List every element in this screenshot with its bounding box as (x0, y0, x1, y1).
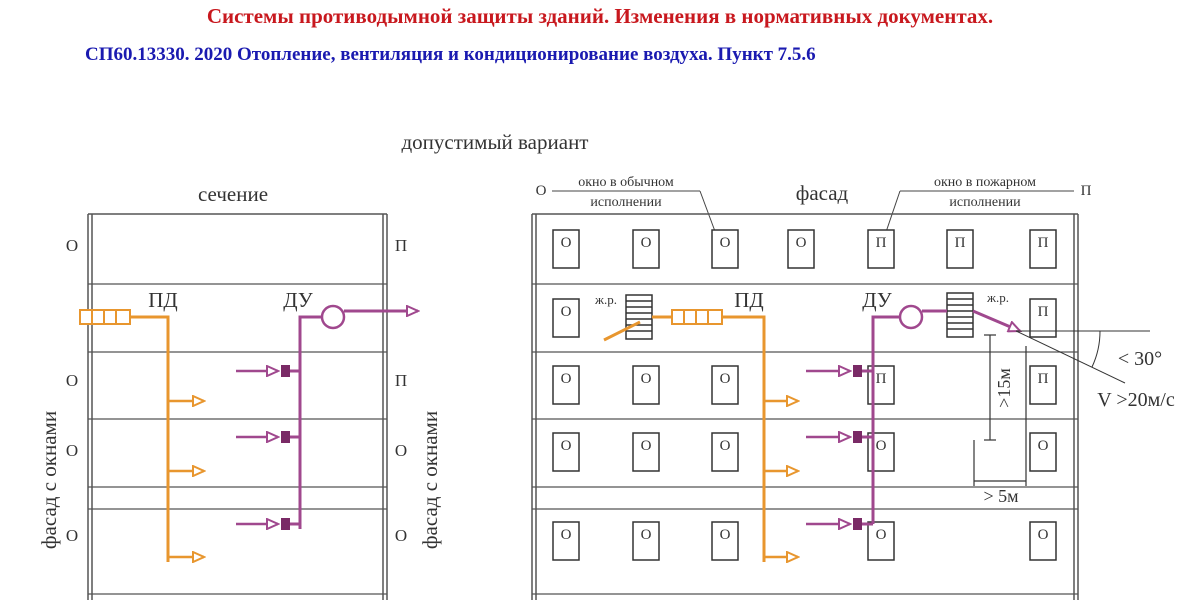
facade-with-windows-label-left: фасад с окнами (37, 411, 61, 549)
facade-du-label: ДУ (862, 288, 892, 312)
facade-window (1029, 229, 1057, 269)
facade-window (552, 229, 580, 269)
louvre-grille-left (625, 294, 653, 340)
facade-window (711, 229, 739, 269)
facade-window (711, 521, 739, 561)
facade-window (867, 521, 895, 561)
exhaust-fan-icon (320, 304, 346, 330)
facade-window (632, 521, 660, 561)
facade-window-label: О (561, 438, 572, 454)
section-right-mark: П (395, 371, 407, 390)
legend-ordinary-letter: О (536, 183, 547, 199)
section-right-mark: О (395, 526, 407, 545)
vertical-distance-label: >15м (994, 368, 1014, 408)
page-title: Системы противодымной защиты зданий. Изм… (206, 4, 994, 28)
facade-window (1029, 521, 1057, 561)
facade-exhaust-duct: ДУ (806, 288, 1020, 530)
legend-ordinary-line2: исполнении (590, 195, 662, 210)
smoke-valve-icon (281, 365, 290, 377)
facade-with-windows-label-right: фасад с окнами (418, 411, 442, 549)
facade-supply-duct: ПД (603, 288, 798, 562)
section-exhaust-duct: ДУ (236, 288, 418, 530)
smoke-valve-icon (281, 431, 290, 443)
section-right-mark: П (395, 236, 407, 255)
facade-window-label: О (720, 235, 731, 251)
exhaust-outlet-arrow (972, 309, 1020, 333)
facade-window (552, 432, 580, 472)
facade-window-label: О (876, 527, 887, 543)
facade-window-label: О (561, 527, 572, 543)
facade-window (1029, 365, 1057, 405)
horizontal-distance-dimension: > 5м (973, 346, 1027, 506)
facade-window (1029, 432, 1057, 472)
vertical-distance-dimension: >15м (984, 334, 1014, 441)
section-left-mark: О (66, 236, 78, 255)
facade-window-label: О (876, 438, 887, 454)
facade-window-label: О (561, 304, 572, 320)
section-left-mark: О (66, 441, 78, 460)
facade-window (632, 229, 660, 269)
facade-window (552, 365, 580, 405)
section-left-mark: О (66, 526, 78, 545)
section-right-mark: О (395, 441, 407, 460)
legend-fire-line2: исполнении (949, 195, 1021, 210)
page-subtitle: СП60.13330. 2020 Отопление, вентиляция и… (85, 44, 816, 65)
facade-window-label: О (641, 371, 652, 387)
facade-window (632, 365, 660, 405)
facade-window-label: П (1038, 304, 1049, 320)
facade-window-label: О (641, 527, 652, 543)
facade-window (552, 298, 580, 338)
facade-window-label: О (641, 235, 652, 251)
facade-window-label: О (561, 371, 572, 387)
facade-window-label: О (1038, 527, 1049, 543)
facade-window-label: О (641, 438, 652, 454)
facade-view: фасад О окно в обычном исполнении окно в… (531, 175, 1175, 600)
section-du-label: ДУ (283, 288, 313, 312)
section-supply-duct: ПД (79, 288, 204, 562)
section-view: сечение О О О О П П О О фасад с окнами ф… (37, 182, 442, 600)
grille-label-left: ж.р. (594, 292, 617, 307)
facade-window (632, 432, 660, 472)
facade-window-label: О (720, 527, 731, 543)
legend-fire-line1: окно в пожарном (934, 175, 1036, 190)
facade-window (711, 432, 739, 472)
facade-window-label: П (1038, 371, 1049, 387)
facade-window-label: О (720, 371, 731, 387)
louvre-grille-right (946, 292, 974, 338)
facade-window (787, 229, 815, 269)
facade-windows: О О О О П П П О П О О О П П О О О О О О О О О О (552, 229, 1057, 561)
facade-window-label: П (955, 235, 966, 251)
exhaust-fan-icon (898, 304, 924, 330)
legend-ordinary-line1: окно в обычном (578, 175, 674, 190)
facade-window-label: О (796, 235, 807, 251)
smoke-valve-icon (281, 518, 290, 530)
grille-label-right: ж.р. (986, 290, 1009, 305)
section-title: сечение (198, 182, 268, 206)
smoke-valve-icon (853, 365, 862, 377)
section-pd-label: ПД (148, 288, 178, 312)
velocity-label: V >20м/с (1097, 389, 1175, 411)
variant-caption: допустимый вариант (402, 130, 589, 154)
facade-title: фасад (796, 181, 849, 205)
facade-window-label: О (561, 235, 572, 251)
legend-fire-letter: П (1081, 183, 1092, 199)
facade-window-label: П (876, 235, 887, 251)
smoke-valve-icon (853, 431, 862, 443)
facade-window (552, 521, 580, 561)
facade-window-label: О (720, 438, 731, 454)
section-left-mark: О (66, 371, 78, 390)
horizontal-distance-label: > 5м (983, 486, 1018, 506)
facade-window (867, 229, 895, 269)
facade-window (946, 229, 974, 269)
angle-annotation: < 30° V >20м/с (1015, 330, 1175, 411)
facade-window (711, 365, 739, 405)
facade-window-label: П (1038, 235, 1049, 251)
angle-label: < 30° (1118, 348, 1162, 370)
facade-window-label: П (876, 371, 887, 387)
smoke-valve-icon (853, 518, 862, 530)
facade-pd-label: ПД (734, 288, 764, 312)
facade-window-label: О (1038, 438, 1049, 454)
